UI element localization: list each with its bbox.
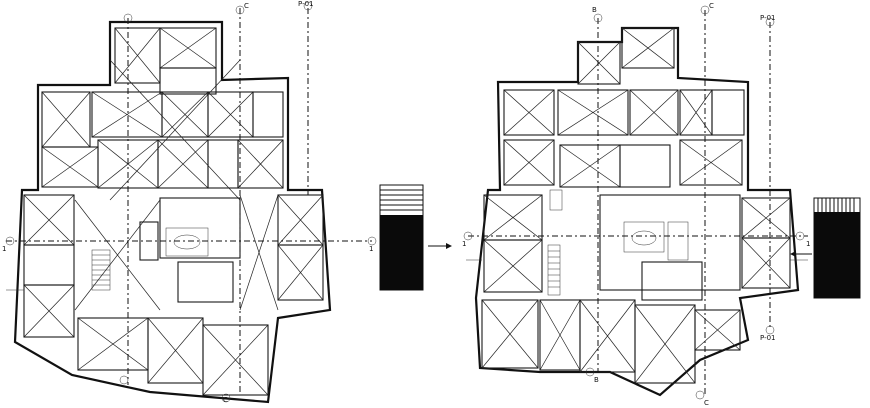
- axis-marker-left: 1: [462, 240, 466, 248]
- right-floor-plan: B C P-01 1 1 B C P-01: [462, 2, 810, 407]
- axis-marker-left: 1: [2, 245, 6, 253]
- axis-marker-right: 1: [369, 245, 373, 253]
- axis-marker-top: B: [592, 6, 597, 14]
- axis-marker-right: 1: [806, 240, 810, 248]
- direction-arrow: [428, 243, 452, 249]
- axis-marker-top: C: [244, 2, 249, 10]
- axis-marker-bottom: B: [594, 376, 599, 384]
- axis-marker-top-right: P-01: [760, 14, 776, 22]
- axis-marker-bottom-right: C: [704, 399, 709, 407]
- left-floor-plan: C P-01 1 1 C: [2, 0, 377, 404]
- axis-marker-top-mid: C: [709, 2, 714, 10]
- axis-marker-top-right: P-01: [298, 0, 314, 8]
- axis-marker-bottom: C: [223, 396, 228, 404]
- hatched-block-right: [790, 197, 861, 299]
- axis-marker-bottom-far: P-01: [760, 334, 776, 342]
- hatched-block-left: [379, 184, 424, 291]
